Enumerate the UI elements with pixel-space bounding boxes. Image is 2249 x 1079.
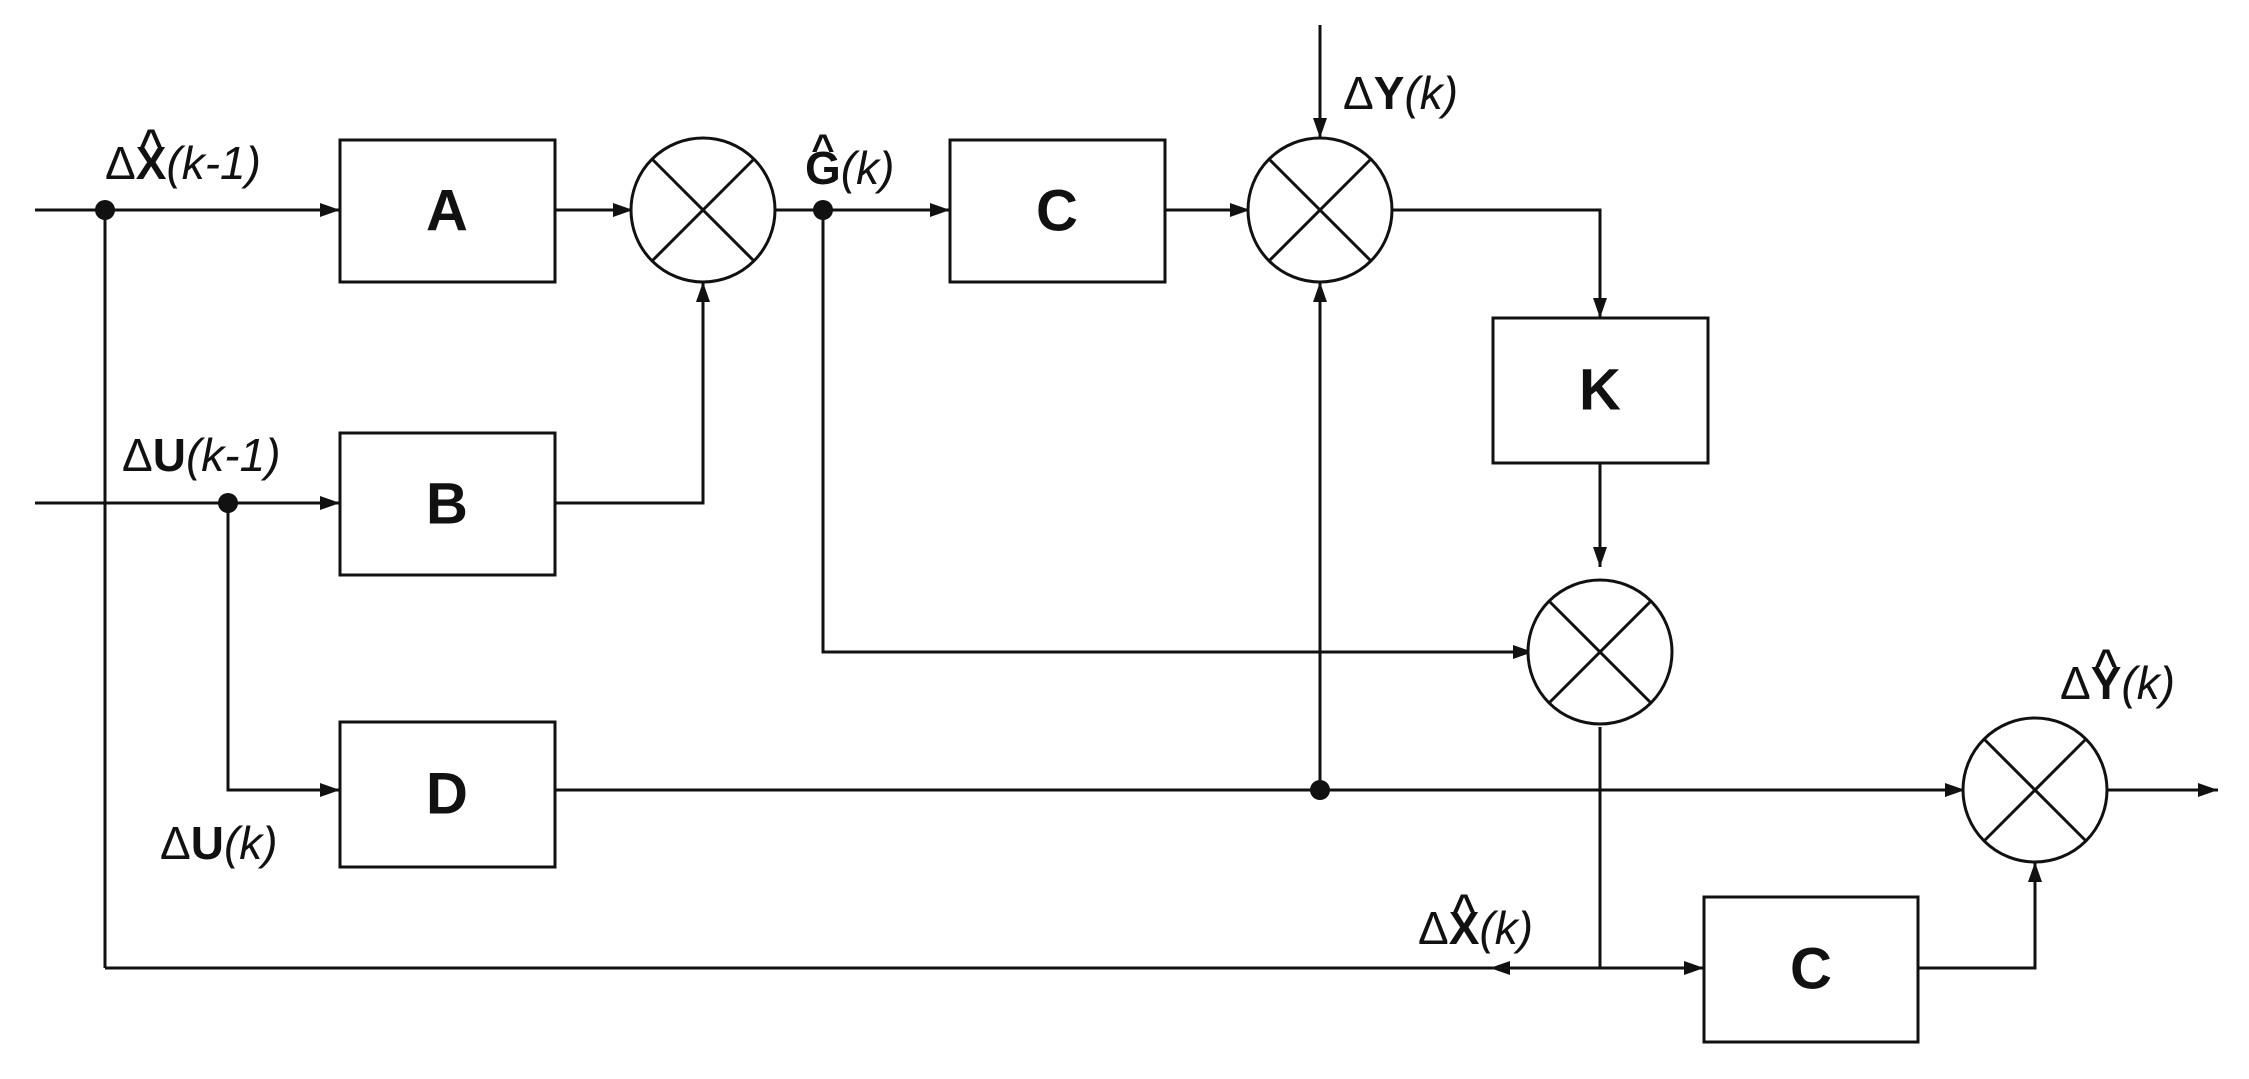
sum-junction-3: [1526, 578, 1674, 726]
hat-mark: ^: [139, 122, 163, 166]
block-a-label: A: [426, 179, 468, 244]
wire-sum2-to-k: [1392, 208, 1607, 318]
signal-symbol: Y: [2090, 657, 2122, 709]
signal-label-dy-hat: ΔY^(k): [2060, 644, 2176, 709]
wire-u-to-d: [226, 503, 340, 797]
signal-argument: (k-1): [185, 429, 281, 481]
signal-label-du-k: ΔU(k): [160, 820, 278, 866]
delta-symbol: Δ: [105, 137, 136, 189]
signal-symbol: Y: [1373, 67, 1405, 119]
junction-dot: [1310, 780, 1330, 800]
junction-dot: [95, 200, 115, 220]
hat-mark: ^: [1452, 887, 1476, 931]
signal-symbol: X: [1448, 902, 1480, 954]
delta-symbol: Δ: [1418, 902, 1449, 954]
signal-argument: (k-1): [166, 137, 261, 189]
signal-symbol: X: [135, 137, 167, 189]
block-c-top-label: C: [1036, 179, 1078, 244]
block-b-label: B: [426, 472, 468, 537]
block-c-top: C: [948, 138, 1167, 284]
signal-label-dx-prev: ΔX^(k-1): [105, 124, 261, 189]
delta-symbol: Δ: [122, 429, 153, 481]
block-d: D: [338, 720, 557, 869]
delta-symbol: Δ: [160, 817, 191, 869]
signal-symbol: U: [152, 429, 186, 481]
signal-argument: (k): [2121, 657, 2176, 709]
signal-argument: (k): [840, 142, 895, 194]
wire-g-to-sum3: [821, 210, 1533, 659]
block-c-bottom: C: [1702, 895, 1920, 1044]
block-k: K: [1491, 316, 1710, 465]
junction-dot: [813, 200, 833, 220]
wire-c-to-sum4: [1918, 862, 2042, 970]
signal-symbol: U: [190, 817, 224, 869]
wire-b-to-sum1: [555, 282, 710, 505]
signal-symbol: G: [805, 142, 841, 194]
signal-label-dx-k: ΔX^(k): [1418, 889, 1534, 954]
block-c-bottom-label: C: [1790, 937, 1832, 1002]
hat-mark: ^: [811, 127, 835, 171]
sum-junction-1: [629, 136, 777, 284]
block-d-label: D: [426, 762, 468, 827]
junction-dot: [218, 493, 238, 513]
delta-symbol: Δ: [1343, 67, 1374, 119]
block-b: B: [338, 431, 557, 577]
hat-mark: ^: [2094, 642, 2118, 686]
signal-argument: (k): [1479, 902, 1534, 954]
signal-argument: (k): [1404, 67, 1459, 119]
sum-junction-4: [1961, 716, 2109, 864]
delta-symbol: Δ: [2060, 657, 2091, 709]
signal-label-g-k: G^(k): [805, 129, 895, 194]
block-a: A: [338, 138, 557, 284]
signal-label-dy-k: ΔY(k): [1343, 70, 1458, 116]
signal-argument: (k): [223, 817, 278, 869]
wires: [35, 25, 2218, 975]
block-k-label: K: [1579, 358, 1621, 423]
signal-label-du-prev: ΔU(k-1): [122, 432, 281, 478]
sum-junction-2: [1246, 136, 1394, 284]
